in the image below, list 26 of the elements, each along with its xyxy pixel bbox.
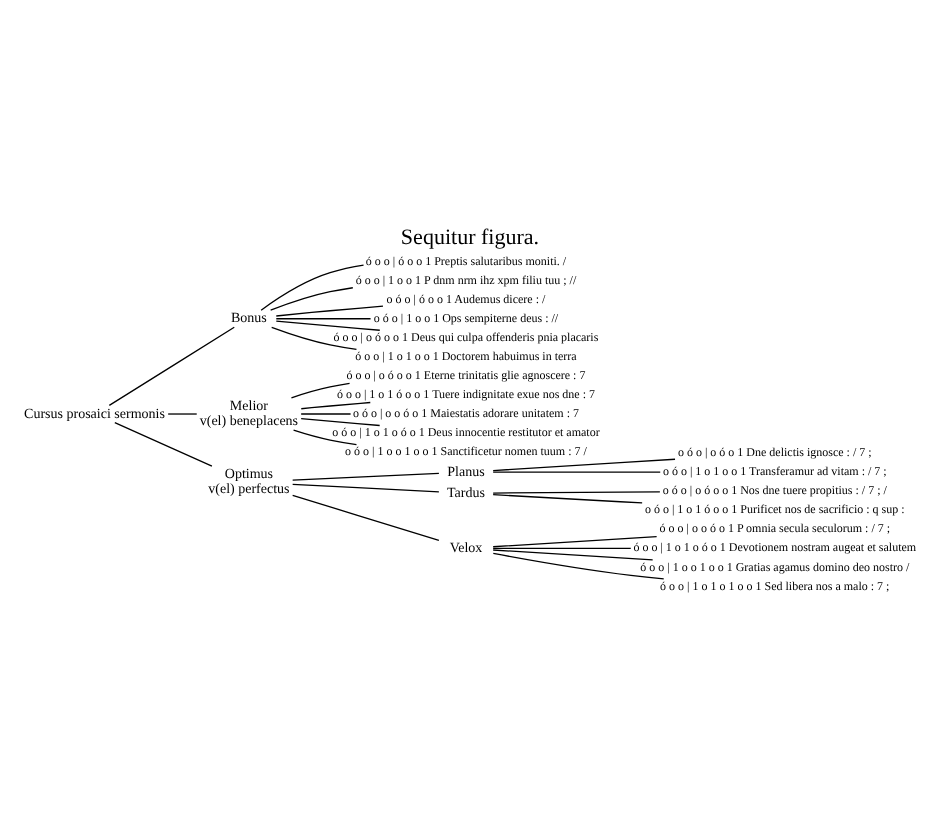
connector <box>492 458 676 472</box>
connector <box>114 422 213 467</box>
connector <box>292 429 358 446</box>
connector <box>167 413 198 415</box>
connector <box>300 401 371 410</box>
connector <box>270 287 354 311</box>
connector <box>300 417 381 427</box>
connector <box>260 264 365 311</box>
connector <box>492 547 632 549</box>
connector <box>492 552 665 580</box>
connector <box>290 382 351 399</box>
connector <box>292 483 440 493</box>
connector <box>271 326 358 350</box>
connector <box>275 320 381 331</box>
connector <box>492 491 661 494</box>
connector <box>492 471 661 473</box>
connector <box>292 472 440 481</box>
connector <box>275 318 372 320</box>
connector <box>300 413 352 415</box>
connector <box>275 305 384 317</box>
connector <box>492 549 654 561</box>
connector <box>492 535 658 548</box>
connector <box>292 494 440 541</box>
connector <box>492 494 643 504</box>
diagram-title: Sequitur figura. <box>400 225 540 250</box>
connector <box>108 326 235 407</box>
